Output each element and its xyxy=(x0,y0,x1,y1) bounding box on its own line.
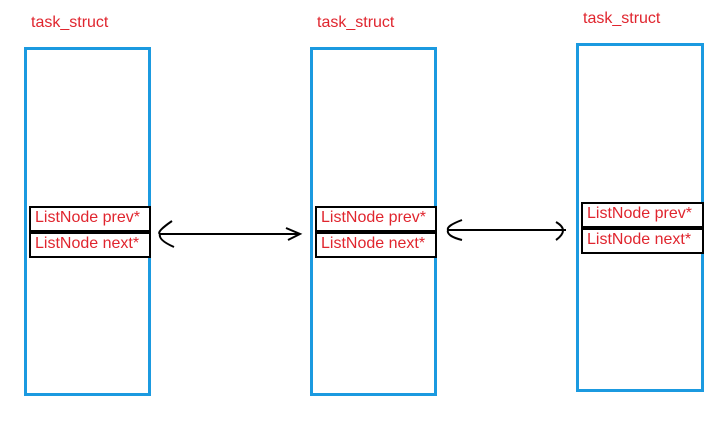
struct-title: task_struct xyxy=(583,10,661,27)
prev-pointer-field: ListNode prev* xyxy=(29,206,151,232)
prev-pointer-field: ListNode prev* xyxy=(581,202,704,228)
bidirectional-arrow xyxy=(158,220,303,248)
bidirectional-arrow xyxy=(446,219,566,241)
struct-title: task_struct xyxy=(31,14,109,31)
next-pointer-field: ListNode next* xyxy=(29,232,151,258)
next-pointer-field: ListNode next* xyxy=(581,228,704,254)
task-struct-box: ListNode prev* ListNode next* xyxy=(24,47,151,396)
task-struct-box: ListNode prev* ListNode next* xyxy=(310,47,437,396)
task-struct-box: ListNode prev* ListNode next* xyxy=(576,43,704,392)
next-pointer-field: ListNode next* xyxy=(315,232,437,258)
prev-pointer-field: ListNode prev* xyxy=(315,206,437,232)
struct-title: task_struct xyxy=(317,14,395,31)
